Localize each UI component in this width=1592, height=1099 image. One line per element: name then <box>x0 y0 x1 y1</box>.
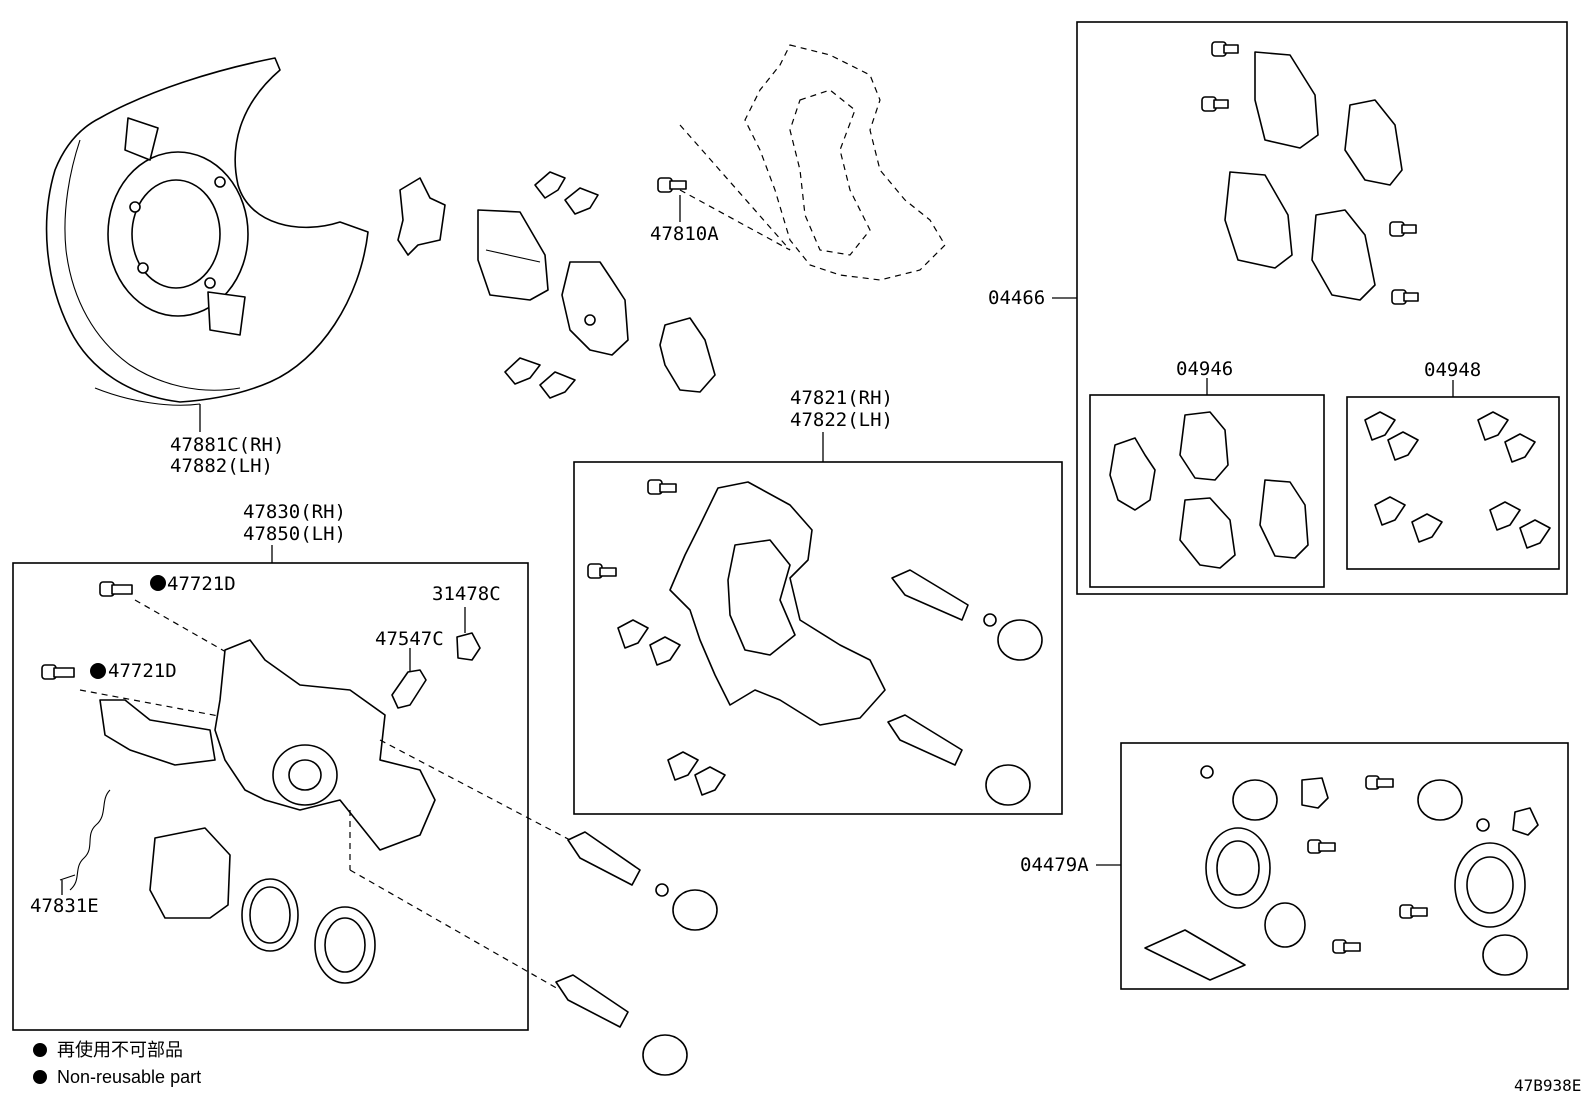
mounting-bracket-label-lh: 47822(LH) <box>790 409 893 431</box>
shield-label-rh: 47881C(RH) <box>170 434 284 456</box>
bracket-bolt-47810a-drawing <box>657 177 687 193</box>
bleeder-cap-label: 31478C <box>432 583 501 605</box>
clip-kit-label: 04948 <box>1424 359 1481 381</box>
caliper-kit-label: 04479A <box>1020 854 1089 876</box>
caliper-kit-box <box>1120 742 1569 990</box>
legend-english: Non-reusable part <box>57 1067 201 1087</box>
legend-japanese: 再使用不可部品 <box>57 1040 183 1060</box>
mounting-bracket-box <box>573 461 1063 815</box>
caliper-assy-label-rh: 47830(RH) <box>243 501 346 523</box>
dust-shield-drawing <box>45 57 369 406</box>
spring-label: 47831E <box>30 895 99 917</box>
pad-kit-box <box>1076 21 1568 595</box>
pad-kit-parts-drawing <box>1109 41 1551 569</box>
legend-dot-english <box>33 1070 47 1084</box>
caliper-assy-drawing <box>41 581 718 1076</box>
mounting-bracket-drawing <box>587 479 1043 806</box>
non-reusable-dot <box>90 663 106 679</box>
shim-kit-label: 04946 <box>1176 358 1233 380</box>
bleeder-plug-label: 47547C <box>375 628 444 650</box>
mounting-bracket-dashed-drawing <box>679 44 946 281</box>
non-reusable-dot <box>150 575 166 591</box>
caliper-assy-box <box>12 562 529 1031</box>
legend-dot-japanese <box>33 1043 47 1057</box>
bracket-bolt-label: 47810A <box>650 223 719 245</box>
mounting-bracket-label-rh: 47821(RH) <box>790 387 893 409</box>
caliper-kit-drawing <box>1144 765 1539 981</box>
bolt-lower-label: 47721D <box>108 660 177 682</box>
pads-and-shims-drawing <box>397 171 716 399</box>
drawing-id: 47B938E <box>1514 1076 1581 1095</box>
shield-label-lh: 47882(LH) <box>170 455 273 477</box>
bolt-upper-label: 47721D <box>167 573 236 595</box>
pad-kit-label: 04466 <box>988 287 1045 309</box>
caliper-assy-label-lh: 47850(LH) <box>243 523 346 545</box>
